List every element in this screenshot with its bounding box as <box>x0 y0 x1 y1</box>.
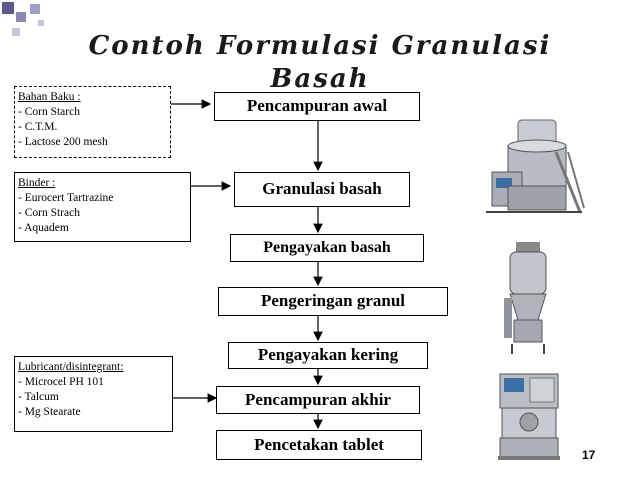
input-item: - Aquadem <box>18 222 69 234</box>
page-title: Contoh Formulasi Granulasi Basah <box>88 31 552 94</box>
step-pengayakan-kering: Pengayakan kering <box>228 342 428 369</box>
step-pengeringan-granul: Pengeringan granul <box>218 287 448 316</box>
input-binder-heading: Binder : <box>18 177 56 189</box>
tablet-press-icon <box>498 373 560 460</box>
input-binder: Binder : - Eurocert Tartrazine - Corn St… <box>14 172 191 242</box>
step-pengayakan-basah: Pengayakan basah <box>230 234 424 262</box>
input-item: - Mg Stearate <box>18 406 81 418</box>
input-item: - Lactose 200 mesh <box>18 136 108 148</box>
input-item: - Eurocert Tartrazine <box>18 192 114 204</box>
corner-decoration <box>2 2 52 42</box>
step-pencampuran-awal: Pencampuran awal <box>214 92 420 121</box>
input-bahan-baku-heading: Bahan Baku : <box>18 91 81 103</box>
page-number: 17 <box>582 448 596 462</box>
input-item: - Corn Starch <box>18 106 80 118</box>
input-item: - Corn Strach <box>18 207 80 219</box>
fluid-bed-dryer-icon <box>504 242 547 354</box>
input-item: - C.T.M. <box>18 121 58 133</box>
step-pencetakan-tablet: Pencetakan tablet <box>216 430 422 460</box>
step-granulasi-basah: Granulasi basah <box>234 172 410 207</box>
input-lubricant: Lubricant/disintegrant: - Microcel PH 10… <box>14 356 173 432</box>
input-lubricant-heading: Lubricant/disintegrant: <box>18 361 124 373</box>
input-item: - Microcel PH 101 <box>18 376 104 388</box>
input-item: - Talcum <box>18 391 59 403</box>
input-bahan-baku: Bahan Baku : - Corn Starch - C.T.M. - La… <box>14 86 171 158</box>
mixer-granulator-icon <box>486 119 585 213</box>
step-pencampuran-akhir: Pencampuran akhir <box>216 386 420 414</box>
